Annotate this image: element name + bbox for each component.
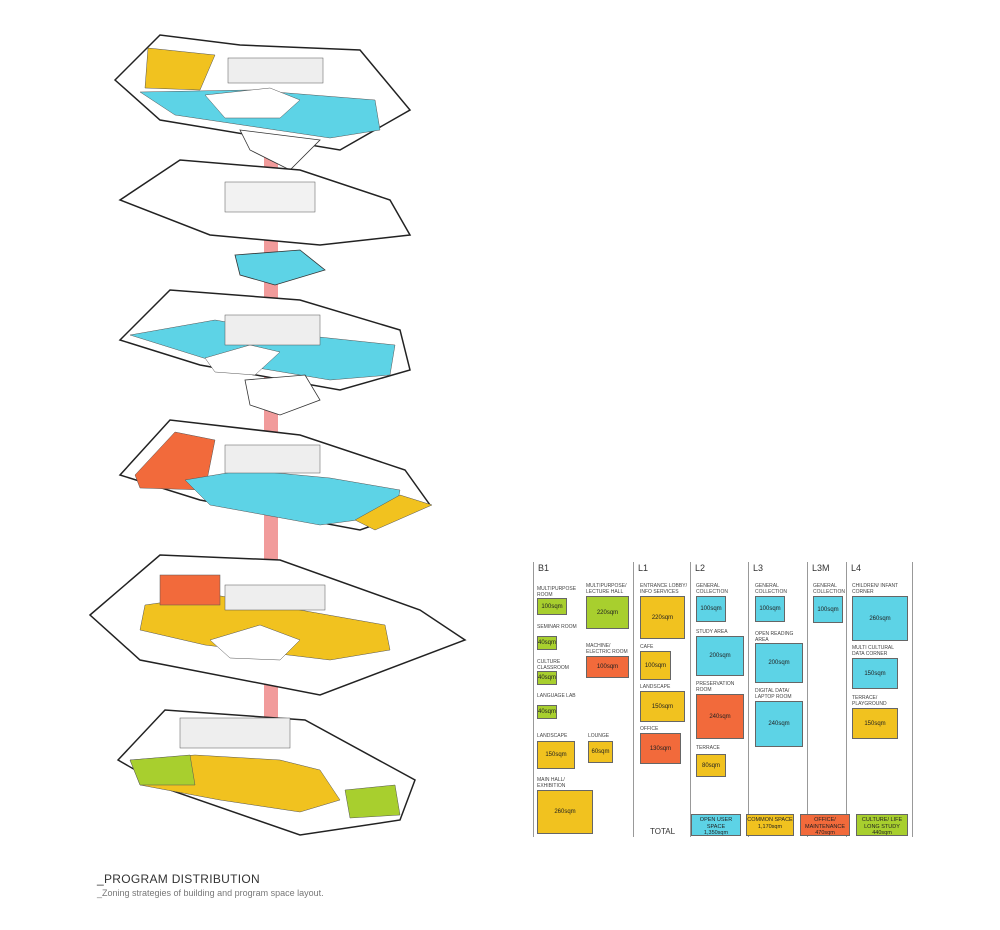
program-label: TERRACE/ PLAYGROUND: [852, 695, 887, 707]
program-box: 200sqm: [696, 636, 744, 676]
program-label: PRESERVATION ROOM: [696, 681, 735, 693]
column-divider: [807, 562, 808, 837]
total-label: TOTAL: [650, 827, 676, 836]
program-box: 100sqm: [640, 651, 671, 680]
program-box: 220sqm: [586, 596, 629, 629]
column-header-l2: L2: [695, 563, 706, 573]
program-label: MULTI CULTURAL DATA CORNER: [852, 645, 894, 657]
program-box: 80sqm: [696, 754, 726, 777]
program-box: 150sqm: [852, 658, 898, 689]
program-label: LANGUAGE LAB: [537, 693, 576, 699]
level-b1: [116, 709, 416, 836]
program-box: 100sqm: [537, 598, 567, 615]
program-label: OPEN READING AREA: [755, 631, 794, 643]
total-category-value: 1,350sqm: [703, 830, 729, 836]
program-label: GENERAL COLLECTION: [696, 583, 728, 595]
program-label: STUDY AREA: [696, 629, 728, 635]
program-label: OFFICE: [640, 726, 659, 732]
program-label: GENERAL COLLECTION: [813, 583, 845, 595]
program-box: 40sqm: [537, 636, 557, 650]
total-category-label: COMMON SPACE: [747, 817, 793, 823]
total-category-value: 470sqm: [815, 830, 835, 836]
total-category-value: 440sqm: [872, 830, 892, 836]
total-category-value: 1,170sqm: [757, 823, 783, 830]
program-box: 260sqm: [537, 790, 593, 834]
level-l3m: [118, 159, 412, 286]
caption-subtitle: _Zoning strategies of building and progr…: [97, 888, 324, 898]
program-box: 40sqm: [537, 671, 557, 685]
program-label: LANDSCAPE: [537, 733, 568, 739]
column-header-l3: L3: [753, 563, 764, 573]
program-label: MACHINE/ ELECTRIC ROOM: [586, 643, 628, 655]
program-box: 150sqm: [640, 691, 685, 722]
column-divider: [846, 562, 847, 837]
program-label: MULTIPURPOSE/ LECTURE HALL: [586, 583, 627, 595]
program-label: CAFE: [640, 644, 654, 650]
program-box: 40sqm: [537, 705, 557, 719]
total-category-label: CULTURE/ LIFE LONG STUDY: [861, 817, 903, 830]
program-box: 100sqm: [813, 596, 843, 623]
exploded-axonometric-diagram: [88, 34, 467, 836]
program-box: 100sqm: [586, 656, 629, 678]
column-divider: [633, 562, 634, 837]
program-box: 150sqm: [852, 708, 898, 739]
program-box: 240sqm: [696, 694, 744, 739]
program-label: GENERAL COLLECTION: [755, 583, 787, 595]
program-box: 150sqm: [537, 741, 575, 769]
total-category-label: OPEN USER SPACE: [699, 817, 733, 830]
column-divider: [533, 562, 534, 837]
program-box: 220sqm: [640, 596, 685, 639]
program-label: CHILDREN/ INFANT CORNER: [852, 583, 899, 595]
program-label: ENTRANCE LOBBY/ INFO SERVICES: [640, 583, 687, 595]
column-header-b1: B1: [538, 563, 550, 573]
column-header-l1: L1: [638, 563, 649, 573]
column-divider: [690, 562, 691, 837]
column-divider: [748, 562, 749, 837]
program-box: 130sqm: [640, 733, 681, 764]
program-label: LANDSCAPE: [640, 684, 671, 690]
column-header-l3m: L3M: [812, 563, 830, 573]
program-label: TERRACE: [696, 745, 720, 751]
program-label: LOUNGE: [588, 733, 610, 739]
program-box: 240sqm: [755, 701, 803, 747]
program-label: SEMINAR ROOM: [537, 624, 577, 630]
program-label: MAIN HALL/ EXHIBITION: [537, 777, 566, 789]
level-l3: [118, 289, 411, 416]
program-label: MULTIPURPOSE ROOM: [537, 586, 577, 598]
program-box: 200sqm: [755, 643, 803, 683]
program-box: 60sqm: [588, 741, 613, 763]
program-label: DIGITAL DATA/ LAPTOP ROOM: [755, 688, 792, 700]
program-box: 100sqm: [755, 596, 785, 622]
level-l2: [118, 419, 433, 531]
column-divider: [912, 562, 913, 837]
caption-title: _PROGRAM DISTRIBUTION: [97, 872, 260, 886]
program-box: 100sqm: [696, 596, 726, 622]
program-label: CULTURE CLASSROOM: [537, 659, 569, 671]
level-l1: [88, 554, 467, 696]
program-box: 260sqm: [852, 596, 908, 641]
level-l4: [113, 34, 412, 171]
column-header-l4: L4: [851, 563, 862, 573]
total-category-label: OFFICE/ MAINTENANCE: [804, 817, 846, 830]
